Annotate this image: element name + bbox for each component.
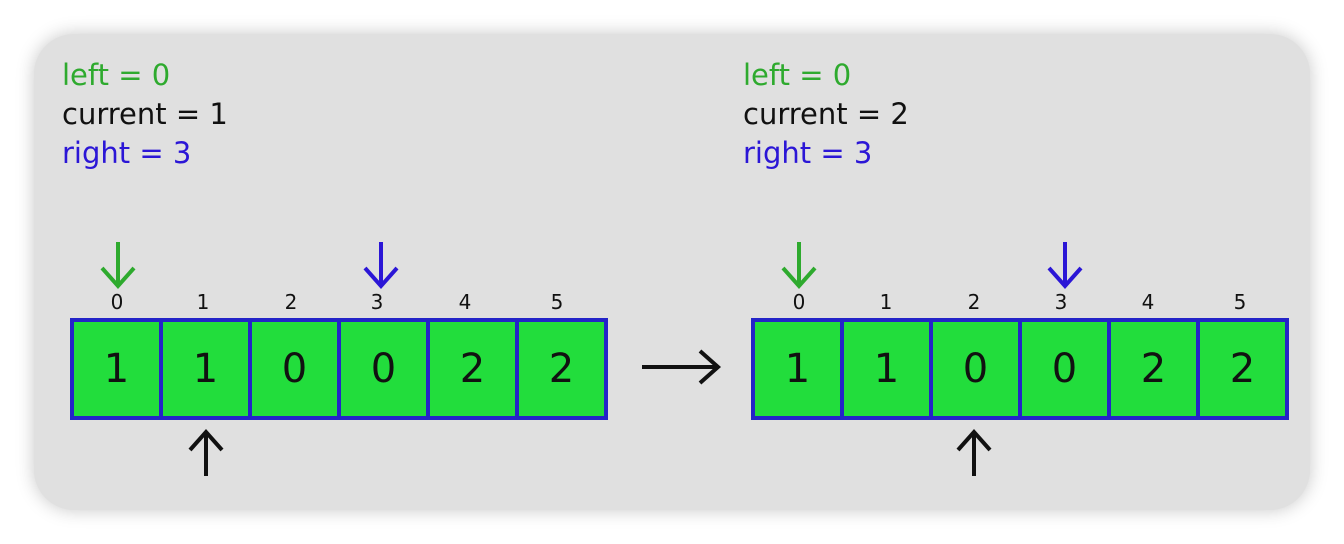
right-pointer-down-arrow-icon xyxy=(361,240,401,290)
right-variable: right = 3 xyxy=(62,136,192,170)
index-label: 0 xyxy=(110,290,124,314)
current-pointer-up-arrow-icon xyxy=(954,428,994,478)
array-cell: 0 xyxy=(252,322,337,416)
index-label: 1 xyxy=(879,290,893,314)
state-panel-before: left = 0 current = 1 right = 3 0 1 2 3 4… xyxy=(34,34,608,510)
array-cell: 1 xyxy=(163,322,248,416)
left-variable: left = 0 xyxy=(743,58,852,92)
left-pointer-down-arrow-icon xyxy=(98,240,138,290)
index-label: 1 xyxy=(196,290,210,314)
array-cell: 0 xyxy=(933,322,1018,416)
array-cell: 1 xyxy=(755,322,840,416)
index-label: 4 xyxy=(458,290,472,314)
index-label: 3 xyxy=(1054,290,1068,314)
array-cell: 2 xyxy=(1200,322,1285,416)
array-cell: 0 xyxy=(1022,322,1107,416)
index-labels: 0 1 2 3 4 5 xyxy=(70,290,606,314)
index-label: 0 xyxy=(792,290,806,314)
index-labels: 0 1 2 3 4 5 xyxy=(751,290,1287,314)
index-label: 5 xyxy=(550,290,564,314)
array-cell: 1 xyxy=(74,322,159,416)
index-label: 2 xyxy=(967,290,981,314)
variables-list: left = 0 current = 1 right = 3 xyxy=(62,56,228,173)
state-panel-after: left = 0 current = 2 right = 3 0 1 2 3 4… xyxy=(715,34,1289,510)
right-variable: right = 3 xyxy=(743,136,873,170)
current-variable: current = 2 xyxy=(743,97,909,131)
current-variable: current = 1 xyxy=(62,97,228,131)
diagram-card: left = 0 current = 1 right = 3 0 1 2 3 4… xyxy=(34,34,1310,510)
array-cell: 0 xyxy=(341,322,426,416)
left-variable: left = 0 xyxy=(62,58,171,92)
array-cell: 1 xyxy=(844,322,929,416)
left-pointer-down-arrow-icon xyxy=(779,240,819,290)
array-row: 1 1 0 0 2 2 xyxy=(70,318,608,420)
array-cell: 2 xyxy=(519,322,604,416)
array-row: 1 1 0 0 2 2 xyxy=(751,318,1289,420)
transition-right-arrow-icon xyxy=(640,342,722,396)
array-cell: 2 xyxy=(1111,322,1196,416)
index-label: 4 xyxy=(1141,290,1155,314)
right-pointer-down-arrow-icon xyxy=(1045,240,1085,290)
variables-list: left = 0 current = 2 right = 3 xyxy=(743,56,909,173)
index-label: 5 xyxy=(1233,290,1247,314)
current-pointer-up-arrow-icon xyxy=(186,428,226,478)
array-cell: 2 xyxy=(430,322,515,416)
index-label: 3 xyxy=(370,290,384,314)
index-label: 2 xyxy=(284,290,298,314)
